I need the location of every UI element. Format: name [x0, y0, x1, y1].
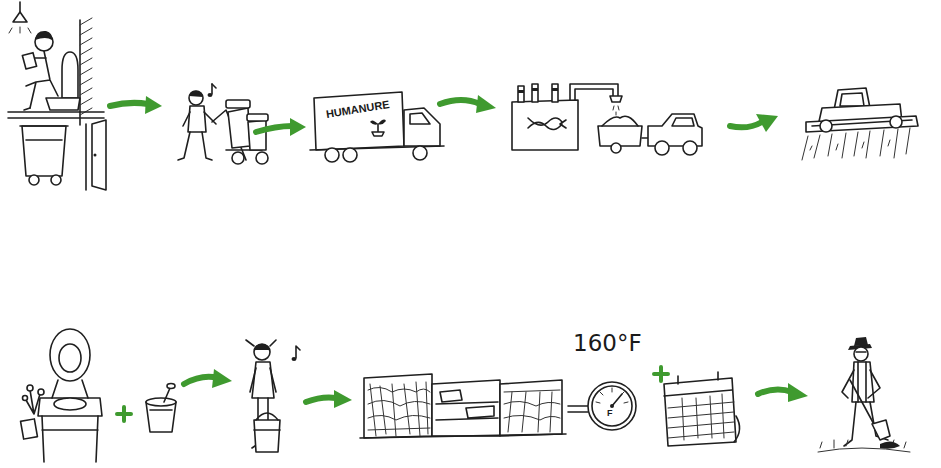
plus-sign: [117, 407, 131, 421]
gauge-unit: F: [607, 408, 613, 418]
flow-arrow: [306, 390, 352, 408]
flow-arrow: [440, 95, 496, 113]
temperature-label: 160°F: [573, 330, 642, 356]
processing-plant: [512, 84, 702, 155]
plus-sign: [654, 367, 668, 381]
flow-arrow: [256, 118, 306, 136]
compost-bins: [360, 374, 566, 438]
humanure-truck: [310, 92, 444, 162]
field-spreader-tractor: [802, 88, 918, 160]
gardener-figure: [818, 337, 910, 452]
bin-collector-figure: [178, 84, 268, 164]
toilet-user-figure: [8, 2, 106, 190]
flow-arrow: [110, 96, 162, 114]
bucket-toilet: [21, 329, 102, 462]
flow-arrow: [758, 383, 808, 402]
calendar: [664, 372, 740, 446]
thermometer-gauge: [588, 382, 636, 430]
flow-arrow: [730, 114, 778, 132]
bucket-carrier-figure: [246, 340, 300, 452]
equals-sign: [568, 406, 588, 412]
cover-material-bucket: [146, 384, 176, 433]
flow-arrow: [184, 369, 232, 388]
